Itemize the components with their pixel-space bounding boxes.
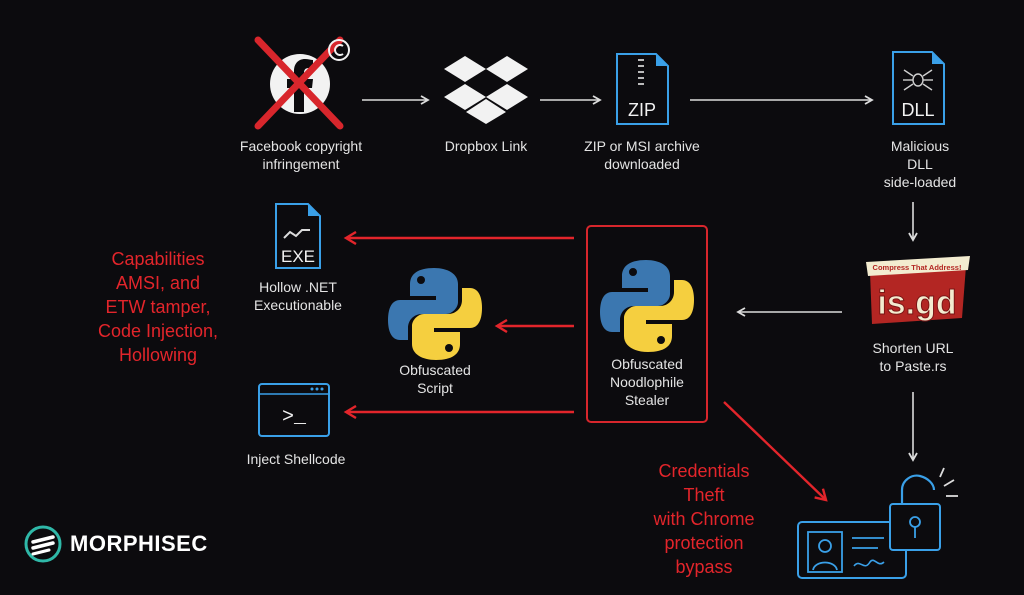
- dropbox-icon: [444, 56, 528, 124]
- isgd-logo: Compress That Address! is.gd: [866, 256, 970, 324]
- isgd-banner-text: Compress That Address!: [873, 263, 962, 272]
- exe-file-label: EXE: [281, 247, 315, 266]
- exe-file-icon: EXE: [275, 203, 321, 269]
- capabilities-annotation: Capabilities AMSI, and ETW tamper, Code …: [97, 249, 219, 365]
- stealer-highlight-box: [586, 225, 708, 423]
- python-logo-stealer-icon: [600, 260, 694, 352]
- script-label: Obfuscated Script: [399, 362, 471, 396]
- zip-file-label: ZIP: [628, 100, 656, 120]
- shellcode-label: Inject Shellcode: [246, 451, 346, 467]
- credentials-lock-icon: [797, 467, 958, 579]
- isgd-logo-text: is.gd: [877, 284, 956, 322]
- brand-name: MORPHISEC: [70, 531, 208, 556]
- terminal-icon: >_: [258, 383, 330, 437]
- dropbox-label: Dropbox Link: [444, 138, 528, 154]
- terminal-prompt: >_: [282, 406, 307, 429]
- facebook-crossed-icon: [254, 36, 350, 130]
- isgd-label: Shorten URL to Paste.rs: [872, 340, 954, 374]
- dll-file-icon: DLL: [892, 51, 945, 125]
- morphisec-logo-icon: [24, 525, 62, 563]
- python-logo-script-icon: [388, 268, 482, 360]
- credentials-annotation: Credentials Theft with Chrome protection…: [653, 461, 755, 577]
- dll-label: Malicious DLL side-loaded: [883, 138, 957, 190]
- hollow-label: Hollow .NET Executionable: [254, 279, 342, 313]
- dll-file-label: DLL: [901, 100, 934, 120]
- facebook-label: Facebook copyright infringement: [239, 138, 363, 172]
- spider-icon: [903, 69, 933, 91]
- arrow-stealer-to-credentials: [723, 401, 826, 500]
- zip-label: ZIP or MSI archive downloaded: [584, 138, 700, 172]
- zip-file-icon: ZIP: [616, 53, 669, 125]
- stealer-label: Obfuscated Noodlophile Stealer: [610, 356, 684, 408]
- morphisec-brand: MORPHISEC: [24, 524, 208, 564]
